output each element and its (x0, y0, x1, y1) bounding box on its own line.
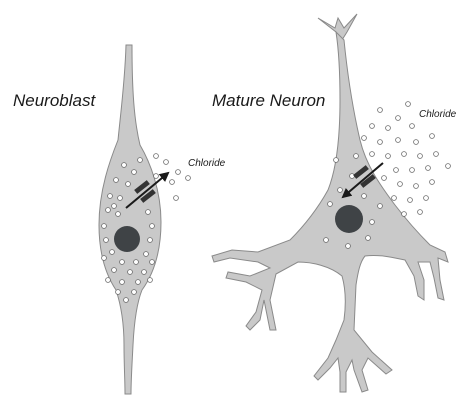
chloride-ion-dot (123, 297, 129, 303)
chloride-ion-dot (409, 167, 415, 173)
chloride-ion-dot (105, 277, 111, 283)
chloride-ion-dot (119, 279, 125, 285)
chloride-ion-dot (397, 181, 403, 187)
chloride-ion-dot (149, 223, 155, 229)
chloride-ion-dot (185, 175, 191, 181)
chloride-ion-dot (105, 207, 111, 213)
chloride-ion-dot (377, 139, 383, 145)
mature-neuron-cell (211, 13, 451, 393)
chloride-ion-dot (391, 195, 397, 201)
neuroblast-cell (98, 44, 191, 395)
chloride-ion-dot (385, 125, 391, 131)
chloride-ion-dot (401, 211, 407, 217)
mature-neuron-chloride-label: Chloride (419, 109, 457, 120)
chloride-ion-dot (121, 162, 127, 168)
chloride-ion-dot (417, 209, 423, 215)
chloride-ion-dot (395, 115, 401, 121)
chloride-ion-dot (429, 133, 435, 139)
mature-neuron-nucleus (335, 205, 363, 233)
chloride-ion-dot (113, 177, 119, 183)
chloride-ion-dot (147, 277, 153, 283)
chloride-ion-dot (169, 179, 175, 185)
chloride-ion-dot (349, 173, 355, 179)
chloride-ion-dot (111, 203, 117, 209)
mature-neuron-title: Mature Neuron (212, 91, 326, 110)
chloride-ion-dot (175, 169, 181, 175)
chloride-ion-dot (385, 153, 391, 159)
chloride-ion-dot (365, 235, 371, 241)
neuroblast-body (98, 44, 162, 395)
chloride-ion-dot (353, 153, 359, 159)
chloride-ion-dot (145, 209, 151, 215)
chloride-ion-dot (409, 123, 415, 129)
chloride-ion-dot (425, 165, 431, 171)
chloride-ion-dot (101, 255, 107, 261)
chloride-ion-dot (115, 289, 121, 295)
mature-neuron-body (211, 30, 449, 393)
chloride-ion-dot (119, 259, 125, 265)
chloride-ion-dot (417, 153, 423, 159)
chloride-ion-dot (345, 243, 351, 249)
mature-neuron-chloride-dots (323, 101, 451, 249)
chloride-ion-dot (413, 139, 419, 145)
chloride-ion-dot (413, 183, 419, 189)
chloride-ion-dot (135, 279, 141, 285)
chloride-ion-dot (395, 137, 401, 143)
chloride-ion-dot (111, 267, 117, 273)
chloride-ion-dot (153, 173, 159, 179)
chloride-ion-dot (407, 197, 413, 203)
chloride-ion-dot (323, 237, 329, 243)
chloride-ion-dot (109, 249, 115, 255)
chloride-ion-dot (133, 259, 139, 265)
chloride-ion-dot (127, 269, 133, 275)
chloride-ion-dot (137, 157, 143, 163)
chloride-ion-dot (141, 269, 147, 275)
chloride-ion-dot (393, 167, 399, 173)
chloride-ion-dot (429, 179, 435, 185)
chloride-ion-dot (361, 193, 367, 199)
chloride-ion-dot (117, 195, 123, 201)
chloride-ion-dot (101, 223, 107, 229)
chloride-ion-dot (369, 151, 375, 157)
chloride-ion-dot (131, 169, 137, 175)
chloride-ion-dot (361, 135, 367, 141)
chloride-ion-dot (173, 195, 179, 201)
neuroblast-nucleus (114, 226, 140, 252)
chloride-ion-dot (433, 151, 439, 157)
chloride-ion-dot (125, 181, 131, 187)
chloride-ion-dot (369, 123, 375, 129)
chloride-ion-dot (445, 163, 451, 169)
mature-neuron-influx-arrow (341, 162, 384, 199)
chloride-ion-dot (163, 159, 169, 165)
neuroblast-chloride-label: Chloride (188, 158, 226, 169)
chloride-ion-dot (115, 211, 121, 217)
chloride-ion-dot (107, 193, 113, 199)
chloride-ion-dot (377, 203, 383, 209)
neuroblast-chloride-dots (101, 153, 191, 303)
chloride-ion-dot (131, 289, 137, 295)
chloride-ion-dot (381, 175, 387, 181)
neuroblast-chloride-channel (134, 180, 156, 203)
neuroblast-efflux-arrow (125, 171, 170, 209)
chloride-ion-dot (333, 157, 339, 163)
chloride-ion-dot (327, 201, 333, 207)
chloride-ion-dot (401, 151, 407, 157)
chloride-ion-dot (405, 101, 411, 107)
neuroblast-title: Neuroblast (13, 91, 96, 110)
chloride-ion-dot (369, 219, 375, 225)
chloride-ion-dot (149, 259, 155, 265)
mature-neuron-chloride-channel (353, 165, 376, 188)
chloride-ion-dot (423, 195, 429, 201)
chloride-ion-dot (143, 251, 149, 257)
chloride-ion-dot (103, 237, 109, 243)
chloride-ion-dot (153, 153, 159, 159)
chloride-ion-dot (377, 107, 383, 113)
chloride-ion-dot (337, 187, 343, 193)
chloride-ion-dot (147, 237, 153, 243)
